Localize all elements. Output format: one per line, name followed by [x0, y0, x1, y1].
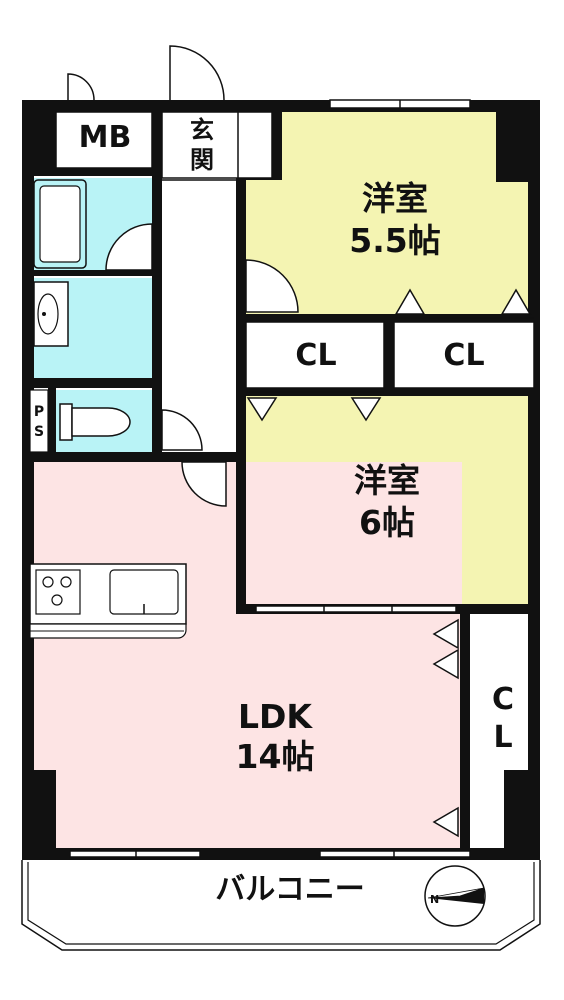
- closet-label-1: CL: [295, 338, 337, 373]
- ps-label-s: S: [33, 424, 45, 440]
- washbasin-icon: [33, 281, 69, 347]
- bathtub-icon: [33, 179, 87, 269]
- entrance-label-1: 玄: [190, 116, 214, 144]
- room-name-western-2: 洋室: [354, 461, 420, 500]
- entrance-label-2: 関: [190, 146, 214, 174]
- closet-label-right-l: L: [493, 720, 513, 755]
- balcony-area[interactable]: [21, 860, 541, 951]
- room-name-western-1: 洋室: [362, 179, 428, 218]
- windows: [69, 99, 471, 858]
- room-name-ldk: LDK: [238, 697, 312, 736]
- toilet-icon: [59, 403, 131, 441]
- ps-shaft: [29, 389, 49, 453]
- compass-north-label: N: [430, 893, 439, 906]
- ps-label-p: P: [33, 404, 45, 420]
- folding-doors: [246, 288, 532, 838]
- entrance-area[interactable]: [161, 111, 273, 179]
- closet-1-area[interactable]: [245, 321, 385, 389]
- room-size-western-2: 6帖: [359, 503, 415, 542]
- room-size-ldk: 14帖: [235, 737, 315, 776]
- closet-label-right-c: C: [491, 682, 515, 717]
- closet-2-area[interactable]: [393, 321, 535, 389]
- closet-label-2: CL: [443, 338, 485, 373]
- balcony-label: バルコニー: [215, 872, 365, 907]
- door-swings: [67, 45, 299, 507]
- sink-icon: [109, 569, 179, 615]
- compass-icon: N: [424, 865, 486, 927]
- room-size-western-1: 5.5帖: [349, 221, 441, 260]
- stove-icon: [35, 569, 81, 615]
- mb-label: MB: [78, 120, 132, 155]
- western-room-1-area[interactable]: [244, 110, 534, 316]
- mb-box: [55, 111, 153, 169]
